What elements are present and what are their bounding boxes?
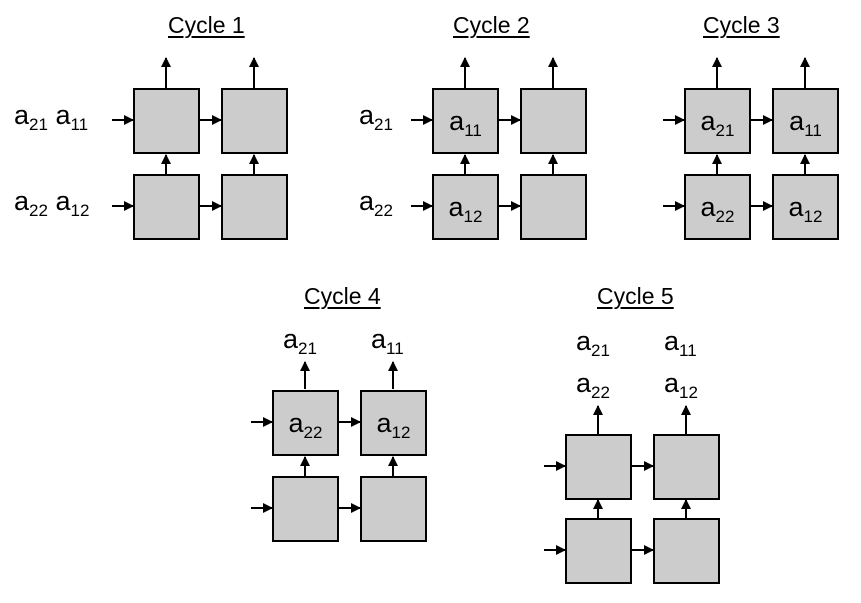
horizontal-link-row1-cycle3 — [751, 205, 772, 207]
input-arrow-row1-cycle3 — [663, 205, 684, 207]
output-arrow-col1-cycle3 — [804, 58, 806, 89]
pe-cell-label-r1c0-cycle2: a12 — [448, 191, 483, 226]
pe-cell-label-r0c1-cycle3: a11 — [789, 105, 822, 140]
pe-cell-r0c0-cycle2[interactable]: a11 — [432, 88, 499, 154]
pe-cell-label-r1c0-cycle3: a22 — [700, 191, 735, 226]
horizontal-link-row1-cycle5 — [632, 549, 653, 551]
input-arrow-row0-cycle3 — [663, 119, 684, 121]
pe-cell-r0c1-cycle3[interactable]: a11 — [772, 88, 839, 154]
pe-cell-r0c0-cycle4[interactable]: a22 — [272, 390, 339, 456]
pe-cell-r1c0-cycle2[interactable]: a12 — [432, 174, 499, 240]
output-arrow-col1-cycle2 — [552, 58, 554, 89]
pe-cell-r0c1-cycle1[interactable] — [221, 88, 288, 154]
vertical-link-col1-cycle2 — [552, 155, 554, 179]
panel-title-cycle3: Cycle 3 — [703, 12, 780, 38]
vertical-link-col1-cycle5 — [685, 500, 687, 522]
output-arrow-col1-cycle1 — [253, 58, 255, 89]
pe-cell-r1c0-cycle5[interactable] — [565, 518, 632, 584]
panel-title-cycle1: Cycle 1 — [168, 12, 245, 38]
output-arrow-col1-cycle4 — [392, 362, 394, 389]
output-label-col0-line1-cycle5: a22 — [576, 368, 610, 402]
horizontal-link-row0-cycle5 — [632, 465, 653, 467]
input-arrow-row1-cycle2 — [411, 205, 432, 207]
pe-cell-r0c0-cycle3[interactable]: a21 — [684, 88, 751, 154]
pe-cell-r0c0-cycle1[interactable] — [133, 88, 200, 154]
input-operands-row1-cycle1: a22 a12 — [14, 186, 90, 220]
vertical-link-col1-cycle3 — [804, 155, 806, 179]
vertical-link-col0-cycle1 — [165, 155, 167, 179]
input-arrow-row0-cycle5 — [544, 465, 565, 467]
horizontal-link-row0-cycle2 — [499, 119, 520, 121]
output-label-col1-cycle4: a11 — [371, 324, 404, 358]
horizontal-link-row0-cycle3 — [751, 119, 772, 121]
horizontal-link-row1-cycle2 — [499, 205, 520, 207]
pe-cell-label-r0c1-cycle4: a12 — [376, 407, 411, 442]
pe-cell-r0c1-cycle5[interactable] — [653, 434, 720, 500]
pe-cell-label-r0c0-cycle4: a22 — [288, 407, 323, 442]
panel-title-cycle5: Cycle 5 — [597, 283, 674, 309]
panel-title-cycle4: Cycle 4 — [304, 283, 381, 309]
output-arrow-col0-cycle2 — [464, 58, 466, 89]
vertical-link-col0-cycle3 — [716, 155, 718, 179]
output-arrow-col0-cycle4 — [304, 362, 306, 389]
horizontal-link-row1-cycle1 — [200, 205, 221, 207]
output-label-col0-cycle4: a21 — [283, 324, 317, 358]
pe-cell-r1c1-cycle4[interactable] — [360, 476, 427, 542]
input-arrow-row0-cycle2 — [411, 119, 432, 121]
pe-cell-r1c0-cycle4[interactable] — [272, 476, 339, 542]
panel-title-cycle2: Cycle 2 — [453, 12, 530, 38]
horizontal-link-row0-cycle4 — [339, 421, 360, 423]
pe-cell-r1c0-cycle1[interactable] — [133, 174, 200, 240]
pe-cell-label-r1c1-cycle3: a12 — [788, 191, 823, 226]
output-arrow-col0-cycle5 — [597, 406, 599, 434]
output-arrow-col1-cycle5 — [685, 406, 687, 434]
pe-cell-r1c1-cycle5[interactable] — [653, 518, 720, 584]
input-operands-row1-cycle2: a22 — [359, 186, 393, 220]
output-arrow-col0-cycle3 — [716, 58, 718, 89]
horizontal-link-row1-cycle4 — [339, 507, 360, 509]
horizontal-link-row0-cycle1 — [200, 119, 221, 121]
vertical-link-col0-cycle5 — [597, 500, 599, 522]
pe-cell-r1c1-cycle1[interactable] — [221, 174, 288, 240]
pe-cell-r0c1-cycle4[interactable]: a12 — [360, 390, 427, 456]
input-arrow-row0-cycle4 — [251, 421, 272, 423]
input-operands-row0-cycle2: a21 — [359, 100, 393, 134]
input-operands-row0-cycle1: a21 a11 — [14, 100, 89, 134]
pe-cell-r0c0-cycle5[interactable] — [565, 434, 632, 500]
input-arrow-row0-cycle1 — [112, 119, 133, 121]
input-arrow-row1-cycle5 — [544, 549, 565, 551]
vertical-link-col1-cycle1 — [253, 155, 255, 179]
input-arrow-row1-cycle4 — [251, 507, 272, 509]
input-arrow-row1-cycle1 — [112, 205, 133, 207]
pe-cell-r0c1-cycle2[interactable] — [520, 88, 587, 154]
output-label-col1-line1-cycle5: a12 — [664, 368, 698, 402]
output-arrow-col0-cycle1 — [165, 58, 167, 89]
pe-cell-r1c0-cycle3[interactable]: a22 — [684, 174, 751, 240]
pe-cell-r1c1-cycle2[interactable] — [520, 174, 587, 240]
vertical-link-col0-cycle4 — [304, 457, 306, 481]
vertical-link-col1-cycle4 — [392, 457, 394, 481]
vertical-link-col0-cycle2 — [464, 155, 466, 179]
pe-cell-label-r0c0-cycle3: a21 — [700, 105, 735, 140]
output-label-col1-line0-cycle5: a11 — [664, 326, 697, 360]
pe-cell-label-r0c0-cycle2: a11 — [449, 105, 482, 140]
output-label-col0-line0-cycle5: a21 — [576, 326, 610, 360]
pe-cell-r1c1-cycle3[interactable]: a12 — [772, 174, 839, 240]
